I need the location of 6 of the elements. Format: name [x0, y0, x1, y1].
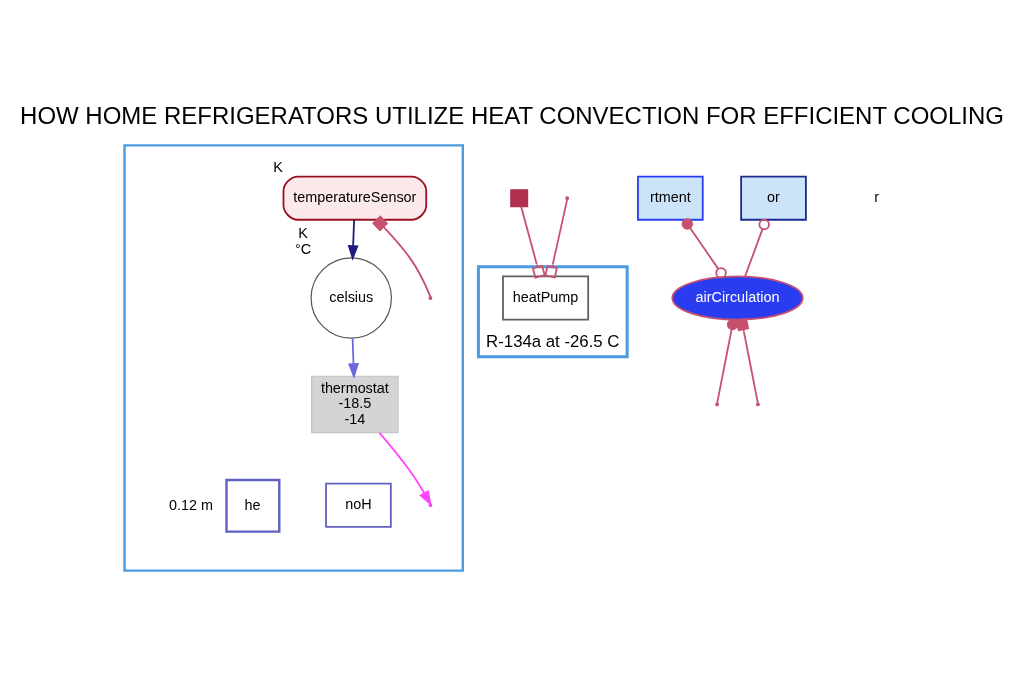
node-label: 0.12 m: [168, 496, 213, 513]
node-label: K: [298, 225, 308, 242]
node-label: °C: [294, 241, 312, 258]
diagram-title: HOW HOME REFRIGERATORS UTILIZE HEAT CONVECTION FOR EFFICIENT COOLING: [20, 101, 1004, 129]
node-label: K: [273, 159, 283, 176]
label: r: [874, 188, 880, 205]
